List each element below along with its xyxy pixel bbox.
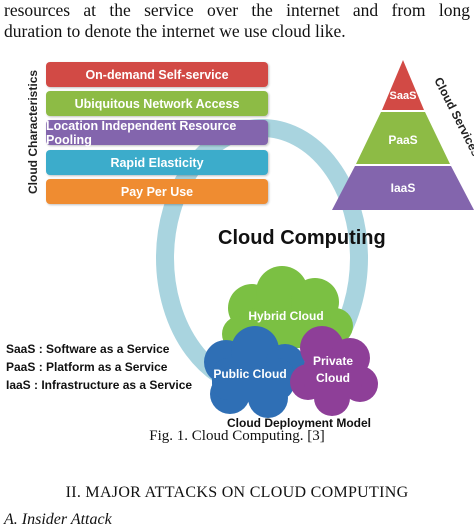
characteristic-bar-pay-per-use: Pay Per Use [46, 179, 268, 204]
pyramid-saas [382, 60, 424, 110]
intro-paragraph: resources at the service over the intern… [4, 0, 470, 42]
pyramid-saas-label: SaaS [390, 90, 417, 102]
figure-graphics: Hybrid Cloud Public Cloud Private Cloud … [26, 60, 474, 418]
legend-saas: SaaS : Software as a Service [6, 342, 170, 356]
public-cloud-shape [204, 326, 305, 418]
legend-iaas: IaaS : Infrastructure as a Service [6, 378, 193, 392]
characteristic-bar-elasticity: Rapid Elasticity [46, 150, 268, 175]
characteristics-side-label: Cloud Characteristics [26, 70, 40, 194]
figure-center-title: Cloud Computing [218, 227, 386, 249]
private-cloud-label-1: Private [313, 354, 353, 368]
figure-caption: Fig. 1. Cloud Computing. [3] [149, 428, 325, 444]
subsection-heading: A. Insider Attack [4, 511, 112, 528]
pyramid-iaas [332, 166, 474, 210]
deployment-model-label: Cloud Deployment Model [227, 416, 371, 430]
characteristic-bar-network-access: Ubiquitous Network Access [46, 91, 268, 116]
characteristic-bar-on-demand: On-demand Self-service [46, 62, 268, 87]
legend-paas: PaaS : Platform as a Service [6, 360, 168, 374]
characteristic-bar-resource-pooling: Location Independent Resource Pooling [46, 119, 268, 147]
hybrid-cloud-label: Hybrid Cloud [248, 309, 323, 323]
public-cloud-label: Public Cloud [213, 367, 286, 381]
section-heading: II. MAJOR ATTACKS ON CLOUD COMPUTING [65, 484, 409, 501]
cloud-computing-figure: Hybrid Cloud Public Cloud Private Cloud … [0, 52, 474, 432]
pyramid-paas-label: PaaS [388, 133, 417, 147]
intro-line-2: duration to denote the internet we use c… [4, 21, 346, 41]
private-cloud-label-2: Cloud [316, 371, 350, 385]
intro-line-1: resources at the service over the intern… [4, 0, 470, 20]
private-cloud-shape [290, 326, 378, 416]
pyramid-iaas-label: IaaS [391, 181, 416, 195]
pyramid-paas [356, 112, 450, 164]
